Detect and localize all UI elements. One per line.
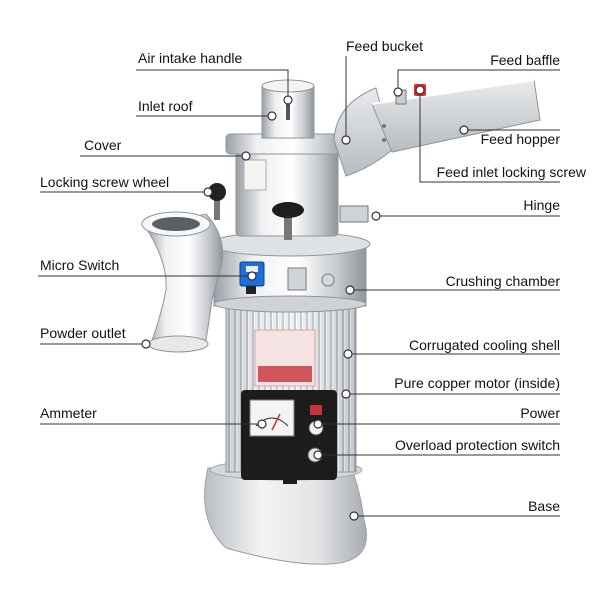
panel-foot	[283, 470, 297, 484]
micro-switch-lever	[246, 286, 256, 294]
label-hinge: Hinge	[523, 197, 560, 213]
power-indicator	[310, 405, 322, 415]
label-crushing-chamber: Crushing chamber	[445, 273, 560, 289]
dot-powder-outlet	[141, 339, 151, 349]
locking-screw-wheel-front-stem	[284, 210, 292, 240]
dot-ammeter	[257, 419, 267, 429]
cover-nameplate	[243, 159, 267, 191]
ammeter-needle	[271, 413, 281, 431]
dot-crushing-chamber	[345, 285, 355, 295]
outlet-mouth-bottom	[147, 335, 209, 353]
hopper-rivet-2	[382, 138, 386, 142]
leader-feed-baffle	[397, 69, 560, 92]
label-locking-screw-wheel: Locking screw wheel	[40, 174, 170, 190]
dot-micro-switch	[247, 271, 257, 281]
label-feed-baffle: Feed baffle	[490, 52, 560, 68]
dot-air-intake-handle	[283, 95, 293, 105]
leader-dots	[141, 85, 469, 521]
air-intake-slot	[286, 96, 290, 120]
dot-base	[349, 511, 359, 521]
hinge	[339, 205, 369, 223]
locking-screw-wheel-front	[272, 202, 304, 218]
dot-overload-protection-switch	[313, 450, 323, 460]
leader-lines	[38, 56, 560, 517]
locking-screw-wheel-left	[208, 183, 226, 201]
locking-screw-wheel-left-stem	[214, 196, 220, 220]
label-power: Power	[520, 405, 560, 421]
dot-hinge	[371, 211, 381, 221]
label-feed-hopper: Feed hopper	[480, 131, 560, 147]
hopper-rivet-1	[382, 124, 386, 128]
dot-inlet-roof	[267, 111, 277, 121]
label-corrugated-cooling-shell: Corrugated cooling shell	[409, 337, 560, 353]
label-overload-protection-switch: Overload protection switch	[395, 437, 560, 453]
label-feed-bucket: Feed bucket	[346, 38, 424, 54]
dot-cover	[241, 151, 251, 161]
dot-power	[313, 419, 323, 429]
dot-pure-copper-motor	[341, 389, 351, 399]
label-ammeter: Ammeter	[40, 405, 97, 421]
label-feed-inlet-locking-screw: Feed inlet locking screw	[436, 164, 586, 180]
chamber-bolt	[321, 273, 335, 287]
dot-locking-screw-wheel	[203, 187, 213, 197]
label-inlet-roof: Inlet roof	[138, 98, 193, 114]
label-micro-switch: Micro Switch	[40, 257, 120, 273]
leader-feed-inlet-locking-screw	[419, 90, 560, 183]
dot-feed-bucket	[341, 135, 351, 145]
micro-switch-tag	[246, 266, 258, 272]
chamber-bottom-ring	[213, 295, 367, 313]
warning-label-stripe	[258, 366, 312, 382]
base	[204, 467, 367, 565]
powder-outlet	[145, 213, 224, 347]
label-air-intake-handle: Air intake handle	[138, 50, 243, 66]
label-powder-outlet: Powder outlet	[40, 325, 126, 341]
outlet-mouth-inner	[152, 217, 200, 231]
dot-feed-inlet-locking-screw	[415, 85, 425, 95]
label-cover: Cover	[84, 137, 122, 153]
leader-air-intake-handle	[136, 69, 289, 100]
dot-feed-baffle	[393, 87, 403, 97]
dot-corrugated-cooling-shell	[343, 349, 353, 359]
dot-feed-hopper	[459, 125, 469, 135]
label-base: Base	[528, 498, 560, 514]
label-pure-copper-motor: Pure copper motor (inside)	[394, 375, 560, 391]
latch-plate	[287, 267, 307, 291]
